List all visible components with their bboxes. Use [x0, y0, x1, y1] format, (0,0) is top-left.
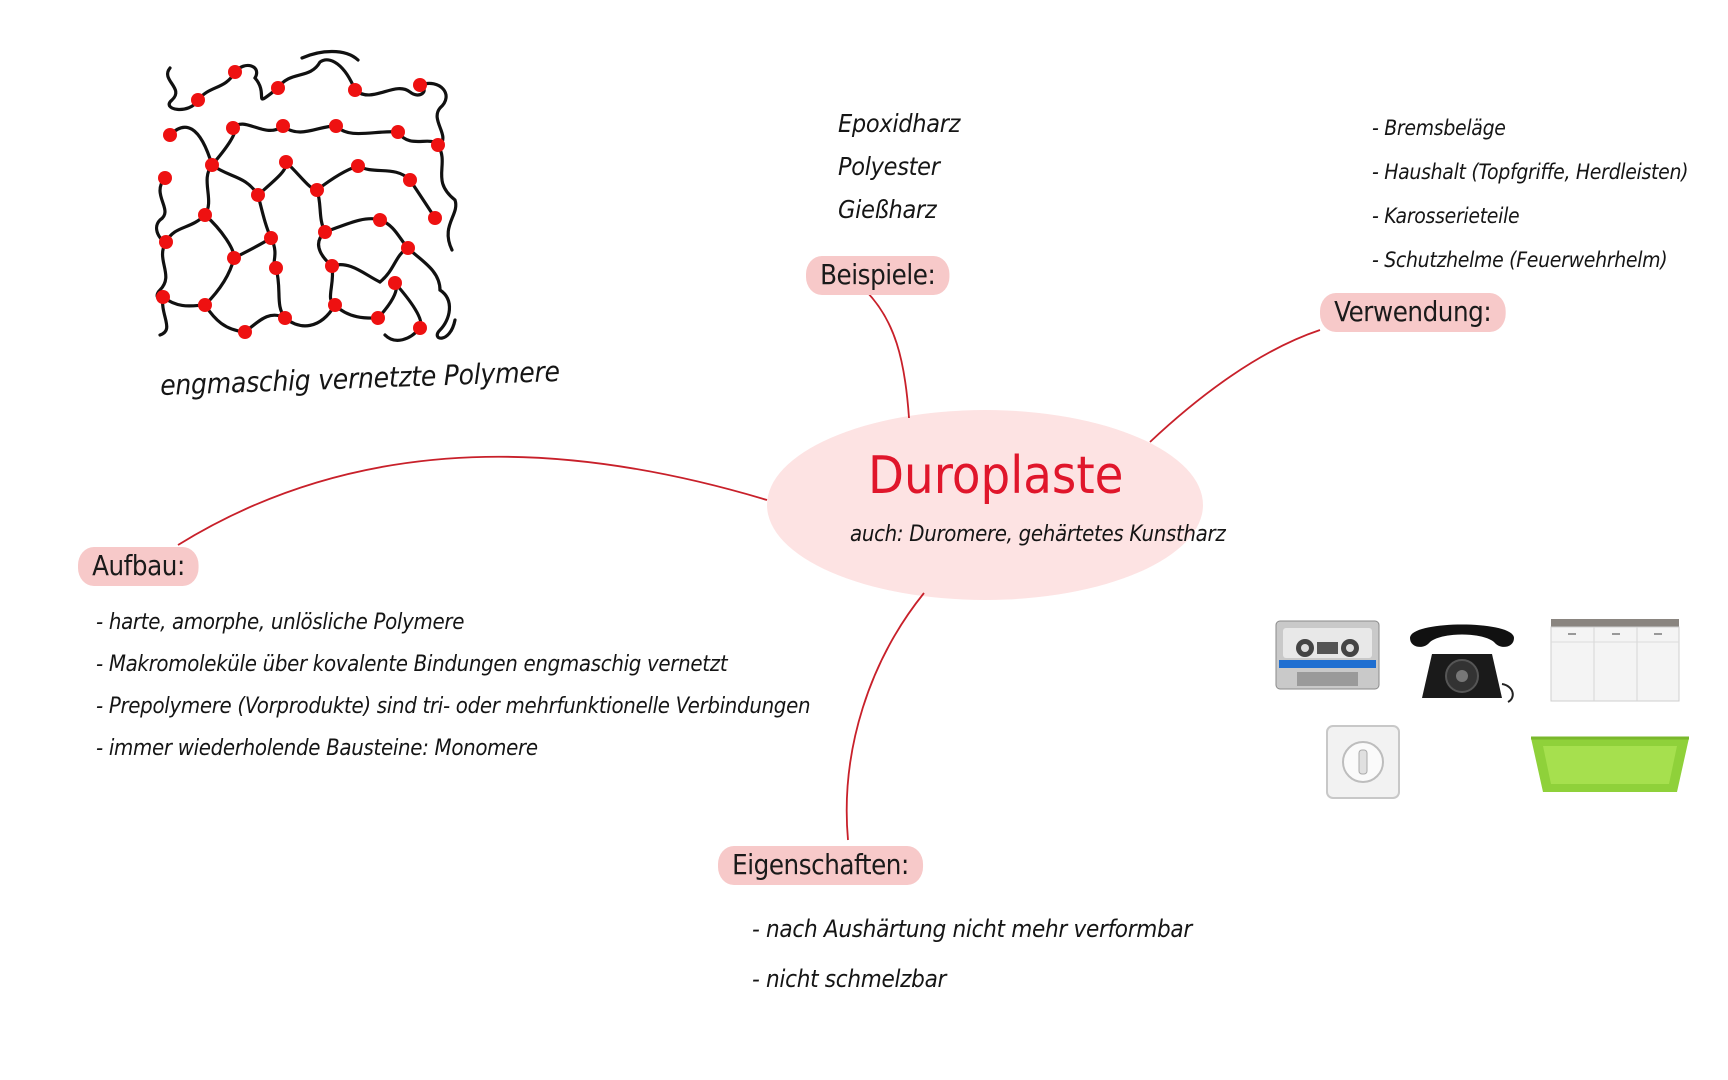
connector-eigenschaften	[845, 592, 925, 841]
list-item: - nach Aushärtung nicht mehr verformbar	[752, 915, 1192, 943]
aufbau-label: Aufbau:	[78, 547, 199, 586]
list-item: - Bremsbeläge	[1372, 116, 1506, 140]
beispiele-list: Epoxidharz Polyester Gießharz	[838, 102, 960, 231]
list-item: - nicht schmelzbar	[752, 965, 947, 993]
list-item: Polyester	[838, 152, 940, 181]
eigenschaften-list: - nach Aushärtung nicht mehr verformbar …	[752, 904, 1192, 1004]
list-item: - Haushalt (Topfgriffe, Herdleisten)	[1372, 160, 1689, 184]
list-item: - Karosserieteile	[1372, 204, 1520, 228]
center-ellipse	[767, 410, 1203, 600]
telephone-image	[1410, 624, 1514, 703]
verwendung-list: - Bremsbeläge - Haushalt (Topfgriffe, He…	[1372, 106, 1689, 282]
cassette-image	[1275, 620, 1380, 690]
list-item: - harte, amorphe, unlösliche Polymere	[96, 610, 465, 635]
center-title: Duroplaste	[868, 446, 1124, 506]
beispiele-label: Beispiele:	[806, 256, 950, 295]
list-item: Epoxidharz	[838, 109, 961, 138]
center-subtitle: auch: Duromere, gehärtetes Kunstharz	[850, 522, 1226, 547]
list-item: - Prepolymere (Vorprodukte) sind tri- od…	[96, 694, 811, 719]
list-item: - Schutzhelme (Feuerwehrhelm)	[1372, 248, 1668, 272]
list-item: Gießharz	[838, 195, 937, 224]
light-switch-image	[1326, 725, 1400, 799]
connector-aufbau	[177, 455, 768, 546]
kitchen-cabinet-image	[1550, 619, 1680, 702]
eigenschaften-label: Eigenschaften:	[718, 846, 923, 885]
verwendung-label: Verwendung:	[1320, 293, 1506, 332]
serving-tray-image	[1531, 736, 1689, 792]
connector-verwendung	[1149, 329, 1321, 443]
aufbau-list: - harte, amorphe, unlösliche Polymere - …	[96, 602, 811, 770]
list-item: - Makromoleküle über kovalente Bindungen…	[96, 652, 728, 677]
connector-beispiele	[864, 289, 910, 419]
list-item: - immer wiederholende Bausteine: Monomer…	[96, 736, 538, 761]
